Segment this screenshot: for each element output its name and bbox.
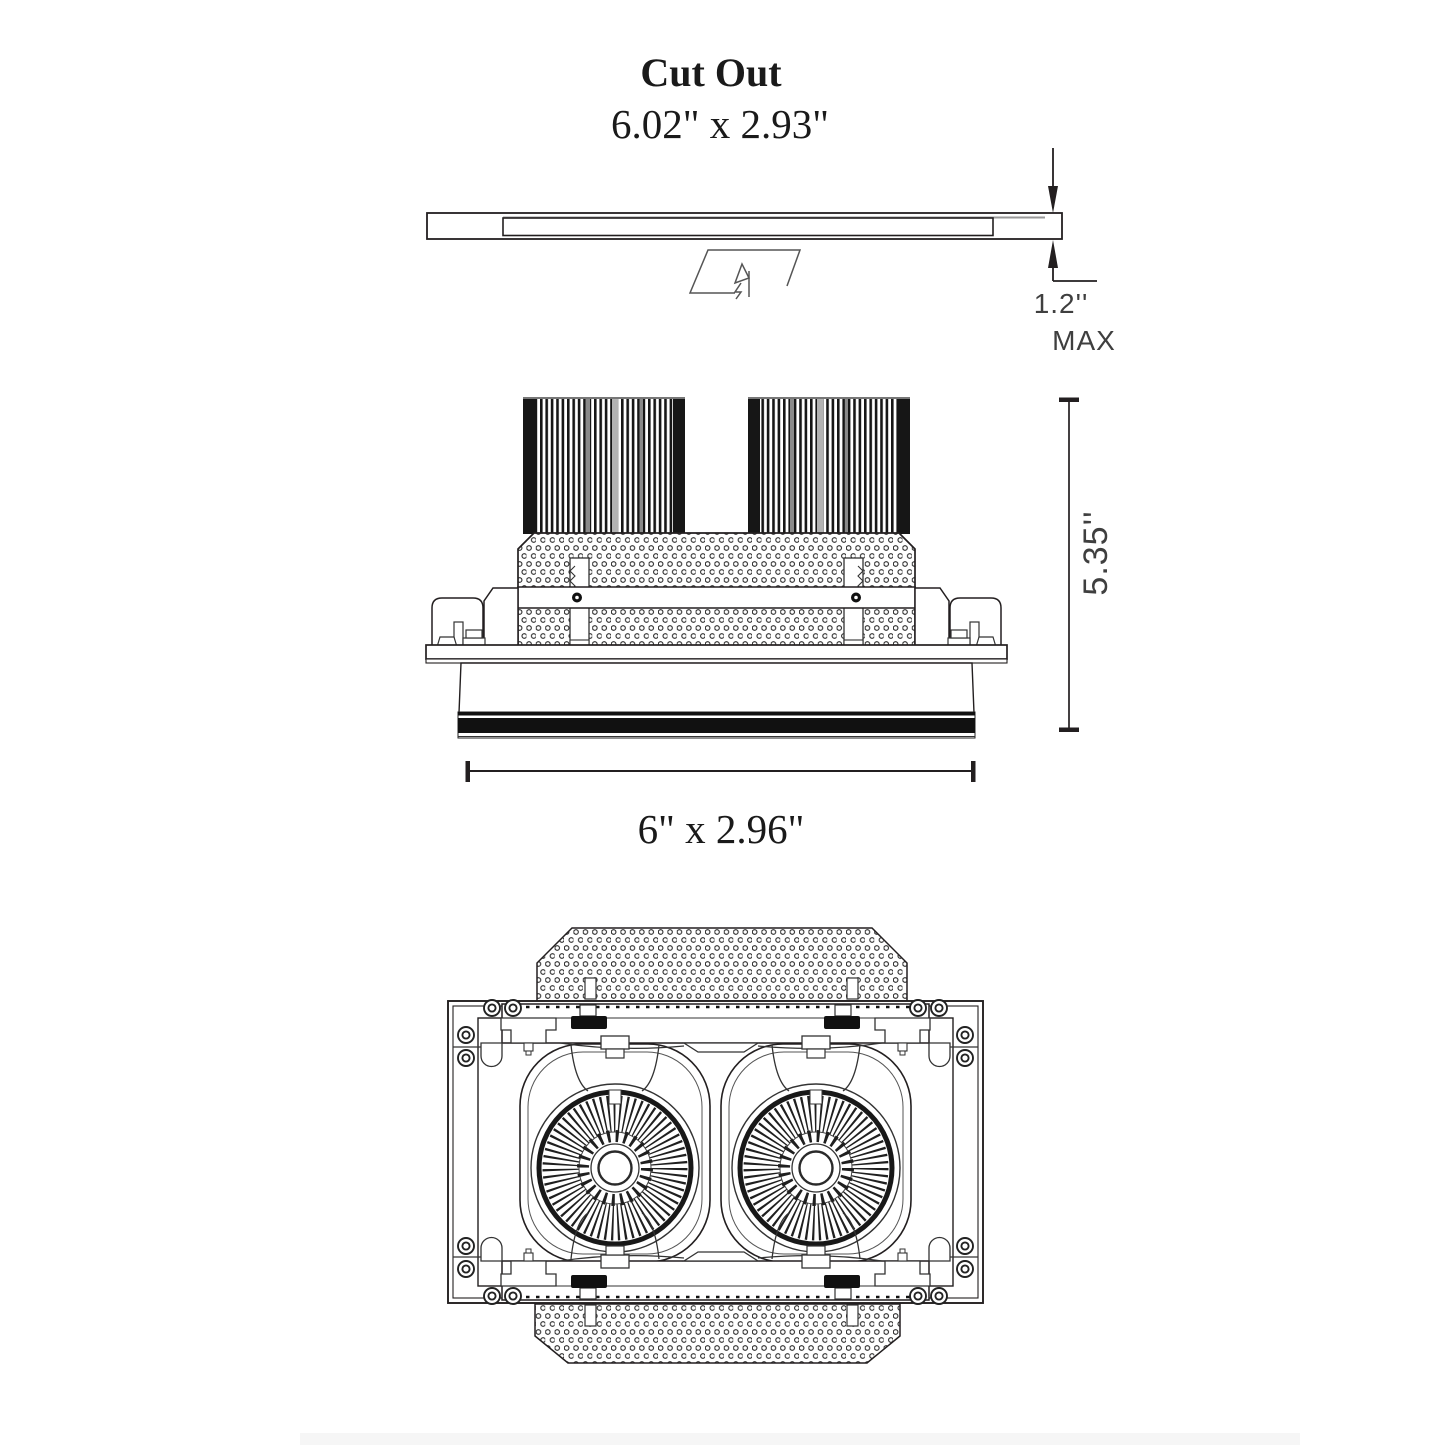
thickness-max-label: MAX: [1052, 325, 1116, 356]
recessed-fixture-plate: [502, 217, 994, 237]
height-dimension: 5.35'': [1059, 397, 1115, 732]
arrow-down-icon: [1048, 186, 1058, 213]
mounting-flange: [425, 644, 1008, 660]
arrow-up-icon: [1048, 240, 1058, 268]
mid-bracket-right: [914, 587, 950, 648]
lower-housing: [458, 662, 975, 714]
height-value-label: 5.35'': [1077, 510, 1115, 595]
width-value-label: 6" x 2.96": [638, 806, 805, 852]
spring-bracket-right: [947, 597, 1002, 648]
heatsink-left: [523, 397, 685, 534]
spring-bracket-left: [431, 597, 486, 648]
width-dimension: 6" x 2.96": [465, 761, 976, 852]
thickness-dimension: 1.2'' MAX: [1034, 148, 1116, 356]
fixture-bottom-view: [447, 927, 984, 1364]
thickness-value-label: 1.2'': [1034, 288, 1089, 319]
cutout-dimension-label: 6.02" x 2.93": [611, 101, 829, 147]
drawing-header: Cut Out 6.02" x 2.93": [611, 50, 829, 147]
led-light-right: [732, 1084, 900, 1252]
page-bottom-shadow: [300, 1433, 1300, 1445]
heatsink-footprint-bottom: [534, 1303, 901, 1364]
heatsink-right: [748, 397, 910, 534]
trim-ring: [457, 711, 976, 739]
led-light-left: [531, 1084, 699, 1252]
fixture-front-view: 5.35'' 6" x 2.96": [425, 397, 1115, 852]
mid-bracket-left: [483, 587, 519, 648]
ceiling-panel-side-view: 1.2'' MAX: [426, 148, 1116, 356]
page-title: Cut Out: [640, 50, 782, 95]
center-band: [517, 586, 916, 609]
heatsink-footprint-top: [536, 927, 908, 1002]
insertion-symbol: [688, 249, 802, 300]
